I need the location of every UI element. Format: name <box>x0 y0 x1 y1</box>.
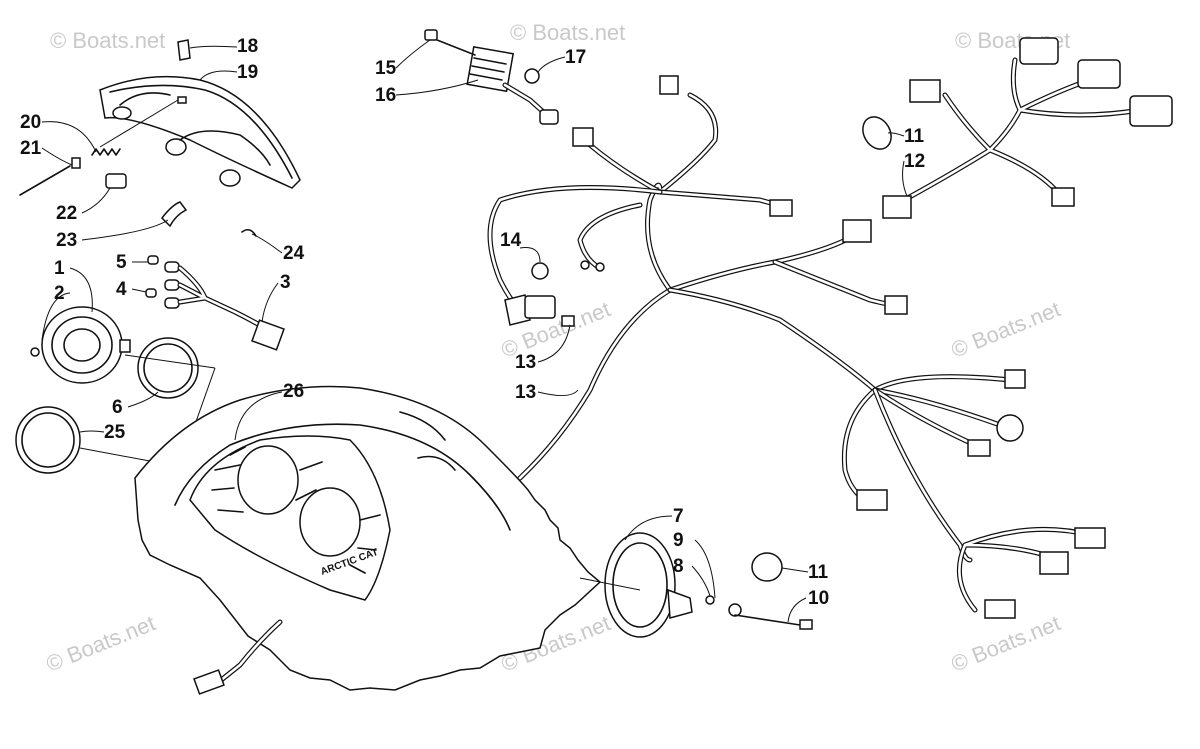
watermark: © Boats.net <box>43 610 159 676</box>
callout-17: 16 <box>375 85 396 106</box>
callout-15: 14 <box>500 230 522 251</box>
callout-27: 26 <box>283 381 304 402</box>
watermark: © Boats.net <box>948 610 1064 676</box>
main-wiring-harness <box>487 75 1106 619</box>
callout-25: 24 <box>283 243 305 264</box>
callout-22: 21 <box>20 138 42 159</box>
callout-11: 11 <box>904 126 925 147</box>
callout-2: 2 <box>54 283 65 304</box>
callout-1: 1 <box>54 258 65 279</box>
callout-20: 19 <box>237 62 258 83</box>
headlamp-assembly <box>15 255 285 496</box>
callout-19: 18 <box>237 36 258 57</box>
callout-9: 9 <box>673 530 684 551</box>
callout-7: 7 <box>673 506 684 527</box>
callout-10: 10 <box>808 588 829 609</box>
voltage-regulator <box>424 29 559 125</box>
hood: ARCTIC CAT <box>134 385 602 695</box>
leader-lines <box>41 39 908 623</box>
watermark: © Boats.net <box>948 296 1064 362</box>
callout-4: 4 <box>116 279 127 300</box>
callout-8: 8 <box>673 556 684 577</box>
callout-11: 11 <box>808 562 829 583</box>
headlight-housing <box>19 39 301 237</box>
speedometer-assembly <box>579 532 813 638</box>
callout-16: 15 <box>375 58 397 79</box>
callout-26: 25 <box>104 422 126 443</box>
callout-labels: 18 19 20 21 22 23 24 5 4 3 1 2 6 25 26 1… <box>20 36 925 609</box>
callout-12: 12 <box>904 151 925 172</box>
handlebar-harness <box>862 37 1173 219</box>
callout-6: 6 <box>112 397 123 418</box>
callout-3: 3 <box>280 272 291 293</box>
callout-13: 13 <box>515 382 536 403</box>
callout-23: 22 <box>56 203 77 224</box>
watermark: © Boats.net <box>50 28 165 53</box>
callout-21: 20 <box>20 112 41 133</box>
callout-5: 5 <box>116 252 127 273</box>
callout-18: 17 <box>565 47 586 68</box>
flasher-relay <box>524 262 575 327</box>
watermark: © Boats.net <box>510 20 625 45</box>
callout-14: 13 <box>515 352 536 373</box>
callout-24: 23 <box>56 230 77 251</box>
